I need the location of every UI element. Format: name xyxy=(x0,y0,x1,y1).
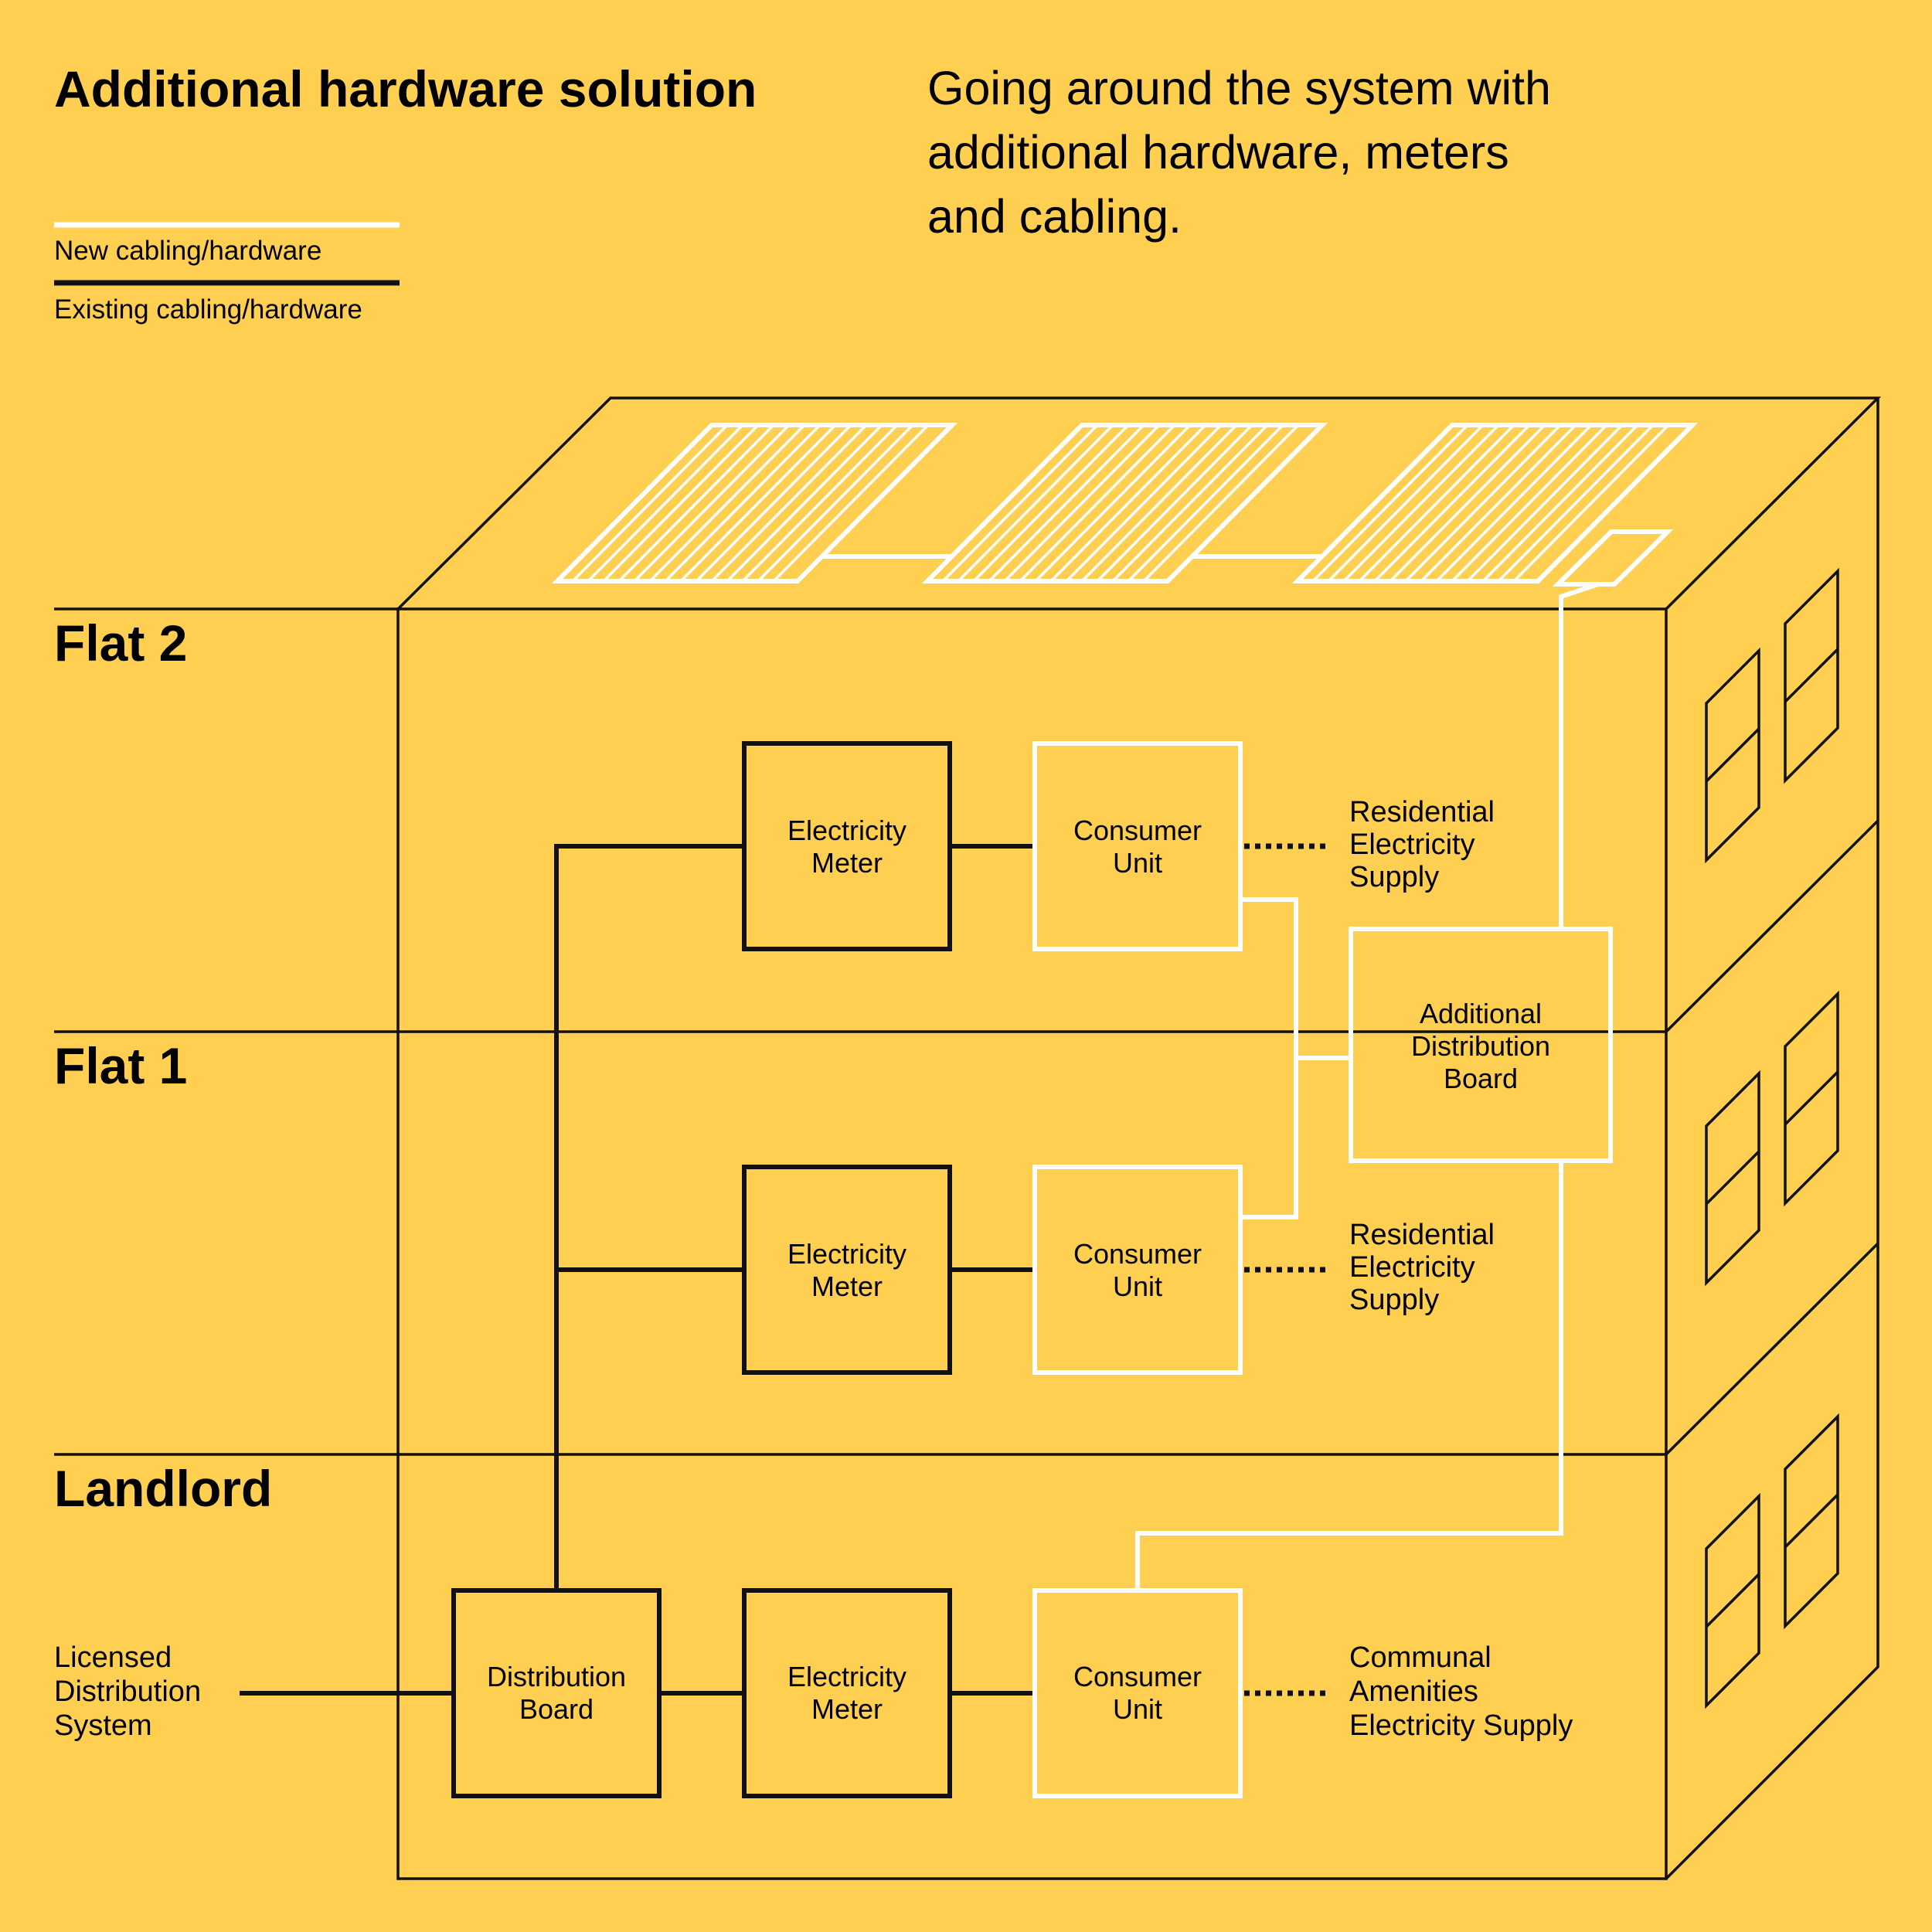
meter-flat1-label-2: Meter xyxy=(811,1270,883,1302)
diagram-subtitle: Going around the system with additional … xyxy=(927,62,1551,243)
floor-label-flat2: Flat 2 xyxy=(54,614,187,672)
diagram-title: Additional hardware solution xyxy=(54,60,757,117)
floor-divider-upper-side xyxy=(1665,819,1879,1033)
legend-new-label: New cabling/hardware xyxy=(54,236,321,266)
window-flat1 xyxy=(1705,990,1839,1287)
window-flat2 xyxy=(1705,567,1839,864)
solar-panel-3-cells xyxy=(1311,423,1670,583)
supply-flat2-line-3: Supply xyxy=(1349,861,1439,893)
supply-flat1-line-3: Supply xyxy=(1349,1284,1439,1316)
solar-panel-2 xyxy=(921,423,1328,583)
cable-additional-board-to-landlord-consumer xyxy=(1135,1161,1563,1590)
solar-panel-1-cells xyxy=(571,423,930,583)
supply-landlord-line-3: Electricity Supply xyxy=(1349,1709,1573,1742)
cable-riser xyxy=(554,844,744,1590)
source-label-1: Licensed xyxy=(54,1641,172,1674)
consumer-unit-landlord: Consumer Unit xyxy=(1032,1588,1243,1798)
electricity-meter-flat1: Electricity Meter xyxy=(742,1165,952,1375)
cable-inverter-to-additional-board xyxy=(1559,582,1599,929)
distribution-board: Distribution Board xyxy=(451,1588,662,1798)
side-windows xyxy=(1705,567,1839,1709)
floor-divider-lower-side xyxy=(1665,1242,1879,1456)
supply-label-flat1: Residential Electricity Supply xyxy=(1349,1219,1495,1316)
cable-flat1-consumer-to-additional-board xyxy=(1240,1058,1298,1219)
supply-flat2-line-1: Residential xyxy=(1349,796,1495,828)
legend: New cabling/hardware Existing cabling/ha… xyxy=(54,222,400,325)
solar-panel-1 xyxy=(551,423,958,583)
meter-landlord-label-2: Meter xyxy=(811,1693,883,1725)
floor-label-flat1: Flat 1 xyxy=(54,1037,187,1094)
supply-landlord-line-2: Amenities xyxy=(1349,1675,1478,1708)
supply-label-flat2: Residential Electricity Supply xyxy=(1349,796,1495,893)
solar-panel-3 xyxy=(1291,423,1699,583)
building-roof xyxy=(396,396,1882,611)
consumer-flat2-label-1: Consumer xyxy=(1073,815,1202,846)
electricity-meter-landlord: Electricity Meter xyxy=(742,1588,952,1798)
building-front-face xyxy=(396,607,1668,1880)
supply-flat1-line-2: Electricity xyxy=(1349,1251,1475,1284)
legend-existing-label: Existing cabling/hardware xyxy=(54,294,362,325)
solar-panels xyxy=(551,423,1699,587)
additional-distribution-board: Additional Distribution Board xyxy=(1349,927,1613,1163)
subtitle-line-3: and cabling. xyxy=(927,190,1182,243)
existing-cabling xyxy=(240,844,1035,1696)
source-label-3: System xyxy=(54,1709,152,1742)
source-label: Licensed Distribution System xyxy=(54,1641,201,1742)
consumer-unit-flat1: Consumer Unit xyxy=(1032,1165,1243,1375)
additional-board-label-3: Board xyxy=(1444,1063,1518,1094)
distribution-board-label-1: Distribution xyxy=(487,1661,626,1692)
meter-flat1-label-1: Electricity xyxy=(787,1238,906,1270)
solar-inverter xyxy=(1552,529,1674,587)
supply-label-landlord: Communal Amenities Electricity Supply xyxy=(1349,1641,1573,1742)
consumer-unit-flat2: Consumer Unit xyxy=(1032,741,1243,951)
consumer-landlord-label-2: Unit xyxy=(1113,1693,1162,1725)
building-side-face xyxy=(1665,398,1879,1880)
solar-panel-2-cells xyxy=(941,423,1300,583)
meter-landlord-label-1: Electricity xyxy=(787,1661,906,1692)
floor-label-landlord: Landlord xyxy=(54,1460,272,1517)
distribution-board-label-2: Board xyxy=(519,1693,594,1725)
consumer-flat1-label-2: Unit xyxy=(1113,1270,1162,1302)
subtitle-line-2: additional hardware, meters xyxy=(927,126,1509,179)
additional-board-label-1: Additional xyxy=(1420,998,1542,1029)
electricity-meter-flat2: Electricity Meter xyxy=(742,741,952,951)
consumer-flat2-label-2: Unit xyxy=(1113,847,1162,879)
consumer-flat1-label-1: Consumer xyxy=(1073,1238,1202,1270)
meter-flat2-label-2: Meter xyxy=(811,847,883,879)
building-outline xyxy=(54,396,1882,1880)
supply-landlord-line-1: Communal xyxy=(1349,1641,1492,1674)
window-landlord xyxy=(1705,1413,1839,1709)
supply-flat1-line-1: Residential xyxy=(1349,1219,1495,1251)
subtitle-line-1: Going around the system with xyxy=(927,62,1551,114)
new-cabling xyxy=(1135,582,1599,1590)
supply-leaders xyxy=(1244,843,1329,1696)
meter-flat2-label-1: Electricity xyxy=(787,815,906,846)
consumer-landlord-label-1: Consumer xyxy=(1073,1661,1202,1692)
additional-board-label-2: Distribution xyxy=(1411,1030,1550,1062)
cable-flat2-consumer-to-additional-board xyxy=(1240,897,1351,1060)
source-label-2: Distribution xyxy=(54,1675,201,1708)
supply-flat2-line-2: Electricity xyxy=(1349,828,1475,861)
